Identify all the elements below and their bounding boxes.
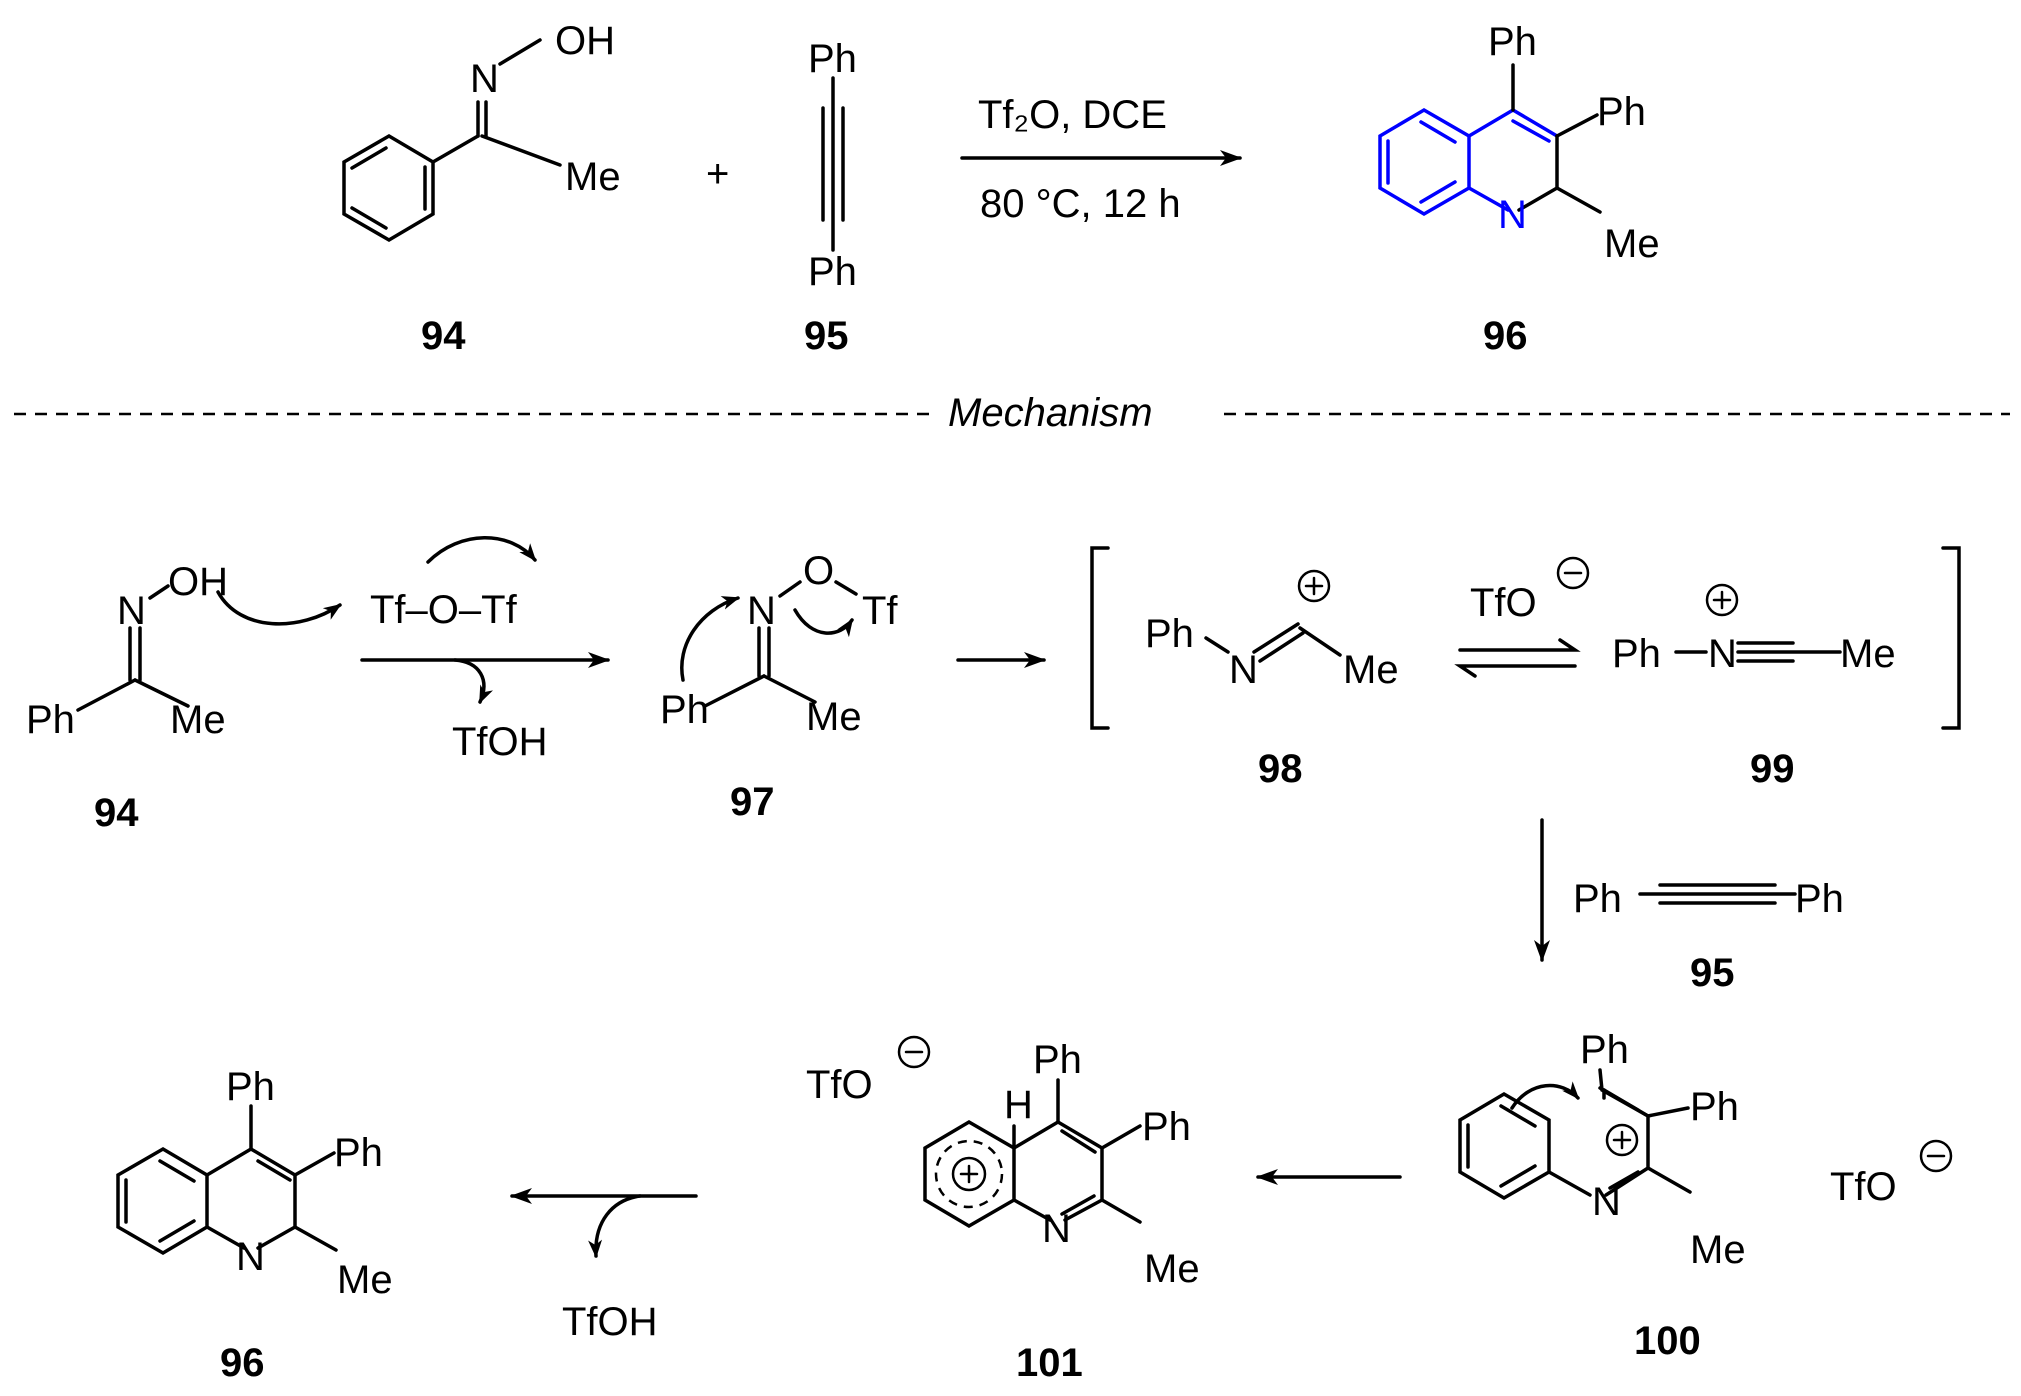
compound-99: Ph N Me bbox=[1612, 583, 1896, 676]
svg-text:Me: Me bbox=[1840, 632, 1896, 676]
triflate-anion-101: TfO bbox=[806, 1063, 873, 1107]
label-94-top: 94 bbox=[421, 314, 466, 358]
arrow-step1: TfOH bbox=[360, 652, 610, 764]
bracket-right bbox=[1941, 546, 1961, 730]
svg-text:Tf–O–Tf: Tf–O–Tf bbox=[370, 588, 518, 632]
svg-text:Me: Me bbox=[1604, 222, 1660, 266]
tfoh-byproduct-1: TfOH bbox=[452, 720, 548, 764]
svg-text:Ph: Ph bbox=[808, 37, 857, 81]
svg-text:Ph: Ph bbox=[334, 1131, 383, 1175]
svg-text:Me: Me bbox=[1343, 648, 1399, 692]
compound-96-mech: Ph Ph N Me bbox=[116, 1065, 393, 1302]
svg-text:N: N bbox=[236, 1235, 265, 1279]
equilibrium-arrows: TfO bbox=[1454, 556, 1590, 678]
label-95-top: 95 bbox=[804, 314, 849, 358]
plus-sign: + bbox=[706, 152, 729, 196]
conditions-top: Tf₂O, DCE bbox=[978, 93, 1167, 137]
svg-text:OH: OH bbox=[168, 560, 228, 604]
arrow-step3: Ph Ph 95 bbox=[1534, 818, 1844, 995]
compound-94-mech: N OH Ph Me bbox=[26, 560, 342, 742]
label-94-mech: 94 bbox=[94, 791, 139, 835]
svg-text:Ph: Ph bbox=[660, 688, 709, 732]
svg-text:Ph: Ph bbox=[1690, 1085, 1739, 1129]
compound-97: N O Tf Ph Me bbox=[660, 549, 898, 739]
svg-text:Ph: Ph bbox=[808, 250, 857, 294]
svg-text:Ph: Ph bbox=[1142, 1105, 1191, 1149]
tfoh-byproduct-2: TfOH bbox=[562, 1300, 658, 1344]
svg-text:Ph: Ph bbox=[1033, 1038, 1082, 1082]
svg-text:Ph: Ph bbox=[226, 1065, 275, 1109]
svg-text:N: N bbox=[747, 589, 776, 633]
svg-text:Me: Me bbox=[1144, 1247, 1200, 1291]
label-100: 100 bbox=[1634, 1319, 1701, 1363]
label-101: 101 bbox=[1016, 1341, 1083, 1385]
bracket-left bbox=[1090, 546, 1110, 730]
svg-text:Me: Me bbox=[806, 695, 862, 739]
compound-98: Ph N Me bbox=[1145, 569, 1399, 692]
svg-text:OH: OH bbox=[555, 19, 615, 63]
compound-95-top: Ph Ph bbox=[808, 37, 857, 294]
svg-text:Tf: Tf bbox=[862, 589, 898, 633]
compound-96-top: N Ph Ph Me bbox=[1378, 20, 1660, 266]
svg-text:Ph: Ph bbox=[1145, 612, 1194, 656]
label-99: 99 bbox=[1750, 747, 1795, 791]
label-96-mech: 96 bbox=[220, 1341, 265, 1385]
compound-94-top: N OH Me bbox=[342, 19, 621, 243]
arrow-step5: TfOH bbox=[510, 1188, 698, 1344]
label-98: 98 bbox=[1258, 747, 1303, 791]
compound-101: H Ph Ph N Me TfO bbox=[806, 1035, 1200, 1291]
svg-text:Me: Me bbox=[565, 155, 621, 199]
svg-text:Ph: Ph bbox=[26, 698, 75, 742]
label-97: 97 bbox=[730, 780, 775, 824]
triflate-anion-100: TfO bbox=[1830, 1165, 1897, 1209]
svg-text:Ph: Ph bbox=[1597, 90, 1646, 134]
svg-text:H: H bbox=[1004, 1083, 1033, 1127]
svg-text:N: N bbox=[117, 589, 146, 633]
svg-text:N: N bbox=[470, 57, 499, 101]
svg-text:N: N bbox=[1498, 193, 1527, 237]
svg-text:Me: Me bbox=[337, 1258, 393, 1302]
svg-text:Ph: Ph bbox=[1580, 1028, 1629, 1072]
svg-text:N: N bbox=[1042, 1207, 1071, 1251]
svg-text:N: N bbox=[1592, 1180, 1621, 1224]
mechanism-heading: Mechanism bbox=[948, 391, 1153, 435]
svg-text:Me: Me bbox=[170, 698, 226, 742]
svg-text:N: N bbox=[1708, 632, 1737, 676]
reaction-arrow-top: Tf₂O, DCE 80 °C, 12 h bbox=[960, 93, 1242, 226]
label-96-top: 96 bbox=[1483, 314, 1528, 358]
svg-text:N: N bbox=[1229, 648, 1258, 692]
label-95-mech: 95 bbox=[1690, 951, 1735, 995]
svg-text:O: O bbox=[803, 549, 834, 593]
svg-text:Me: Me bbox=[1690, 1228, 1746, 1272]
svg-text:Ph: Ph bbox=[1573, 877, 1622, 921]
triflate-anion: TfO bbox=[1470, 581, 1537, 625]
svg-text:Ph: Ph bbox=[1488, 20, 1537, 64]
compound-100: N Ph Ph Me TfO bbox=[1458, 1028, 1953, 1272]
svg-text:Ph: Ph bbox=[1795, 877, 1844, 921]
conditions-bottom: 80 °C, 12 h bbox=[980, 182, 1181, 226]
tf2o-reagent: Tf–O–Tf bbox=[370, 536, 537, 632]
svg-text:Ph: Ph bbox=[1612, 632, 1661, 676]
